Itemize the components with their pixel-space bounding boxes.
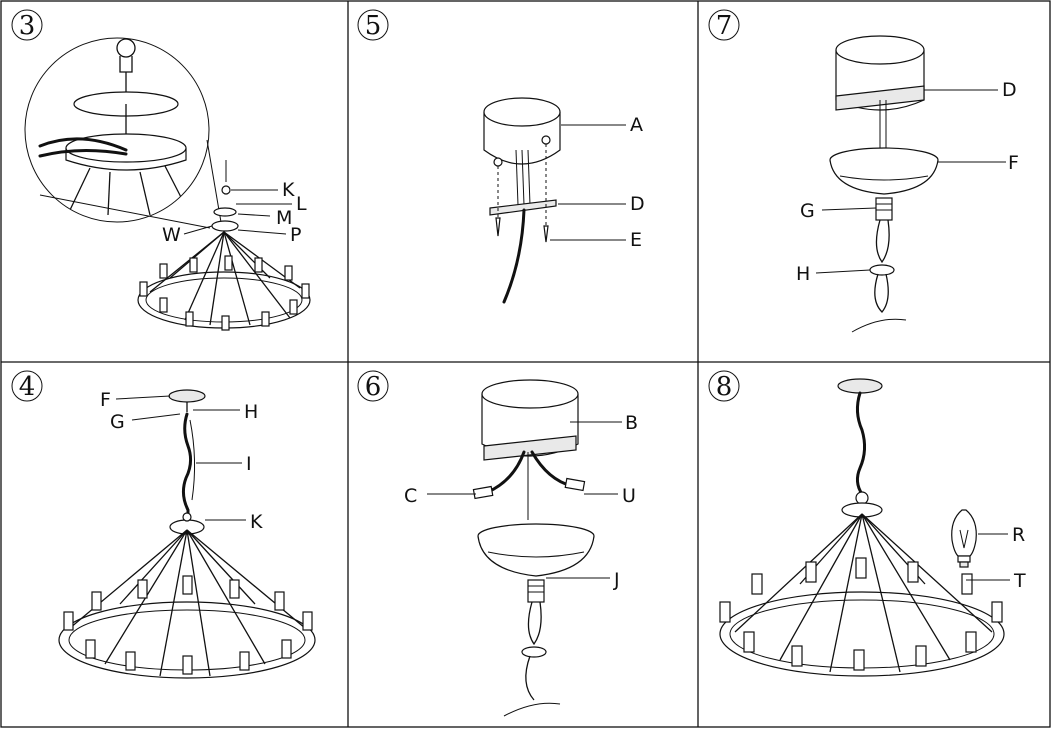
step-3-panel: 3 — [11, 9, 311, 331]
part-label: G — [110, 411, 125, 433]
part-label: K — [250, 511, 263, 533]
step-number-badge: 4 — [11, 370, 43, 402]
step-7-panel: 7 D F G H — [708, 9, 1019, 333]
step-number: 3 — [19, 11, 36, 41]
step-5-panel: 5 A D E — [357, 9, 645, 304]
part-label: F — [1008, 152, 1019, 174]
step-number: 5 — [365, 11, 382, 41]
part-label: A — [630, 114, 643, 136]
junction-box — [483, 97, 561, 206]
chandelier-small — [137, 231, 311, 331]
step-number: 6 — [365, 372, 382, 402]
part-label: T — [1013, 570, 1026, 592]
step-8-panel: 8 — [708, 370, 1026, 677]
part-label: H — [244, 401, 258, 423]
part-label: M — [276, 207, 292, 229]
step-number-badge: 7 — [708, 9, 740, 41]
part-label: G — [800, 200, 815, 222]
part-label: I — [246, 453, 252, 475]
part-label: U — [622, 485, 636, 507]
part-label: C — [404, 485, 417, 507]
chandelier-finished — [719, 513, 1005, 677]
step-number: 8 — [716, 372, 733, 402]
part-label: W — [162, 224, 181, 246]
part-label: B — [625, 412, 638, 434]
part-label: R — [1012, 524, 1025, 546]
part-label: K — [282, 179, 295, 201]
zoom-detail — [24, 37, 223, 229]
step-number: 7 — [716, 11, 733, 41]
step-number-badge: 5 — [357, 9, 389, 41]
part-label: J — [613, 569, 620, 591]
part-label: H — [796, 263, 810, 285]
step-6-panel: 6 B C U J — [357, 370, 638, 717]
step-4-panel: 4 — [11, 370, 316, 679]
part-label: D — [630, 193, 645, 215]
step-number-badge: 6 — [357, 370, 389, 402]
part-label: L — [296, 193, 307, 215]
chandelier-large — [58, 529, 316, 679]
step-number-badge: 3 — [11, 9, 43, 41]
bulb-icon — [951, 509, 977, 568]
step-number-badge: 8 — [708, 370, 740, 402]
part-label: D — [1002, 79, 1017, 101]
part-label: E — [630, 229, 642, 251]
part-label: F — [100, 389, 111, 411]
part-label: P — [290, 224, 301, 246]
step-number: 4 — [19, 372, 36, 402]
